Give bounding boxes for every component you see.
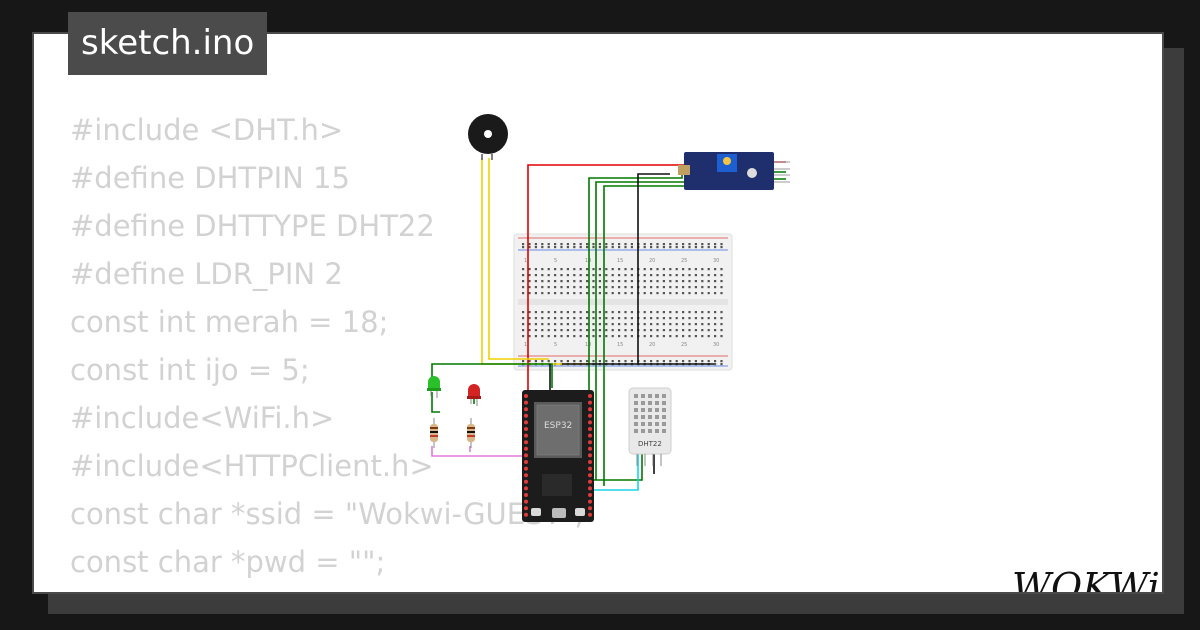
circuit-diagram: 1 5 10 15 20 25 30 1 5 10 15 20 25 30: [427, 114, 790, 522]
code-line: #define LDR_PIN 2: [70, 257, 343, 291]
breadboard-number: 15: [617, 342, 623, 348]
breadboard-number: 5: [554, 258, 557, 264]
breadboard-number: 10: [585, 342, 591, 348]
wire-green: [431, 363, 553, 388]
file-tab[interactable]: sketch.ino: [68, 12, 268, 75]
wire-green: [431, 392, 440, 413]
led-green: [427, 376, 441, 398]
wire-green: [592, 454, 643, 481]
preview-card: #include <DHT.h> #define DHTPIN 15 #defi…: [32, 32, 1164, 594]
breadboard-number: 20: [649, 258, 655, 264]
code-line: #include<HTTPClient.h>: [70, 449, 434, 483]
breadboard-number: 30: [713, 258, 719, 264]
code-line: const int merah = 18;: [70, 305, 389, 339]
wire-yellow: [488, 158, 549, 360]
mcu-label: ESP32: [544, 421, 572, 431]
buzzer: [468, 114, 508, 160]
code-line: const int ijo = 5;: [70, 353, 310, 387]
code-line: #define DHTPIN 15: [70, 161, 350, 195]
breadboard-number: 30: [713, 342, 719, 348]
led-red: [467, 384, 481, 406]
breadboard-number: 5: [554, 342, 557, 348]
code-line: #include<WiFi.h>: [70, 401, 335, 435]
resistor: [430, 418, 438, 448]
breadboard-number: 25: [681, 342, 687, 348]
breadboard-number: 1: [524, 258, 527, 264]
sensor-label: DHT22: [638, 440, 662, 448]
code-line: #define DHTTYPE DHT22: [70, 209, 435, 243]
wokwi-logo: WOKWi: [1012, 566, 1160, 594]
ldr-module: [678, 152, 790, 190]
breadboard-number: 15: [617, 258, 623, 264]
breadboard-number: 1: [524, 342, 527, 348]
wire-black: [637, 173, 670, 364]
breadboard-number: 25: [681, 258, 687, 264]
wire-pink: [431, 446, 546, 457]
resistor: [467, 418, 475, 448]
breadboard-number: 10: [585, 258, 591, 264]
code-line: #include <DHT.h>: [70, 113, 344, 147]
esp32-board: ESP32: [522, 390, 594, 522]
dht22-sensor: DHT22: [628, 387, 672, 466]
code-preview: #include <DHT.h> #define DHTPIN 15 #defi…: [70, 106, 584, 586]
wokwi-logo-text: WOKWi: [1012, 566, 1160, 594]
breadboard-number: 20: [649, 342, 655, 348]
code-line: const char *pwd = "";: [70, 545, 386, 579]
breadboard: 1 5 10 15 20 25 30 1 5 10 15 20 25 30: [513, 233, 733, 371]
